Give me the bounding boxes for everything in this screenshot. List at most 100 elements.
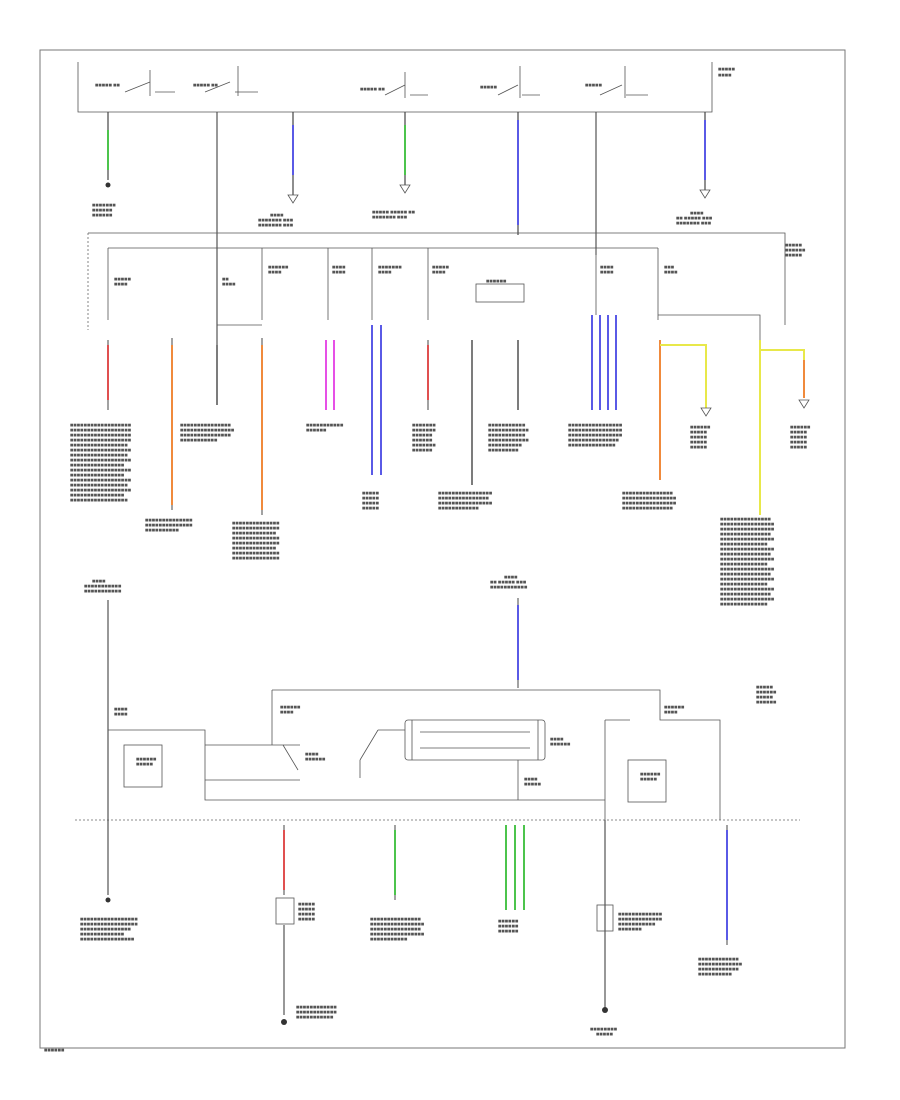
svg-text:■■■■■■■■■■■■■■■■: ■■■■■■■■■■■■■■■■ [622, 496, 677, 500]
svg-text:■■■■■ ■■: ■■■■■ ■■ [95, 83, 121, 87]
svg-text:■■■■■■■■■■■■■■■■■■: ■■■■■■■■■■■■■■■■■■ [70, 433, 132, 437]
svg-text:■■■■■■■■■■■■■■■: ■■■■■■■■■■■■■■■ [720, 572, 772, 576]
svg-text:■■■■■: ■■■■■ [640, 777, 658, 781]
svg-text:■■■■■■■■■■■■■■■■: ■■■■■■■■■■■■■■■■ [70, 463, 125, 467]
svg-text:■■■■■■■■■■■■■■■■■: ■■■■■■■■■■■■■■■■■ [80, 917, 138, 921]
top-drop-wires [105, 112, 711, 345]
wire-yellow-1 [660, 344, 707, 408]
svg-text:■■■■■: ■■■■■ [432, 265, 450, 269]
svg-text:■■■■■■■: ■■■■■■■ [412, 423, 436, 427]
svg-text:■■■■: ■■■■ [332, 270, 346, 274]
svg-text:■■■■: ■■■■ [114, 282, 128, 286]
svg-text:■■■■■■■■■■■■■: ■■■■■■■■■■■■■ [80, 932, 125, 936]
svg-text:■■■■■■■■■■■■■■■: ■■■■■■■■■■■■■■■ [720, 532, 772, 536]
svg-text:■■■■■■■ ■■■: ■■■■■■■ ■■■ [258, 223, 294, 227]
svg-text:■■■■■: ■■■■■ [690, 435, 708, 439]
svg-text:■■■■■ ■■: ■■■■■ ■■ [360, 87, 386, 91]
svg-text:■■■■■■■■■■■■■■■: ■■■■■■■■■■■■■■■ [180, 433, 232, 437]
svg-text:■■■■■■■■■■■: ■■■■■■■■■■■ [296, 1015, 334, 1019]
svg-text:■■■■■: ■■■■■ [362, 496, 380, 500]
svg-text:■■■■■■: ■■■■■■ [92, 213, 113, 217]
svg-text:■■ ■■■■■ ■■■: ■■ ■■■■■ ■■■ [676, 216, 713, 220]
svg-text:■■■■■■■■■■■■■■■: ■■■■■■■■■■■■■■■ [370, 927, 422, 931]
svg-text:■■■■■■■■■■■■■: ■■■■■■■■■■■■■ [232, 531, 277, 535]
svg-text:■■■■■■■■■■■■■: ■■■■■■■■■■■■■ [618, 912, 663, 916]
svg-text:■■■■■■■■: ■■■■■■■■ [590, 1027, 618, 1031]
svg-text:■■■■■■■■■■■■■■■: ■■■■■■■■■■■■■■■ [622, 491, 674, 495]
svg-text:■■■■■■■■■■■■■■■■: ■■■■■■■■■■■■■■■■ [720, 527, 775, 531]
svg-text:■■■■■■■■■■■■■■■■: ■■■■■■■■■■■■■■■■ [438, 501, 493, 505]
svg-text:■■■■■■■■■■■■■■■■: ■■■■■■■■■■■■■■■■ [370, 922, 425, 926]
svg-text:■■■■■: ■■■■■ [298, 902, 316, 906]
svg-text:■■■■■: ■■■■■ [362, 491, 380, 495]
svg-text:■■■■■■■■■■■■■■■■■■: ■■■■■■■■■■■■■■■■■■ [70, 423, 132, 427]
svg-text:■■■■■: ■■■■■ [690, 430, 708, 434]
svg-text:■■■■■■■■■■■: ■■■■■■■■■■■ [490, 585, 528, 589]
svg-text:■■■■■■: ■■■■■■ [412, 438, 433, 442]
svg-text:■■■■■■■■■■■■■■■■: ■■■■■■■■■■■■■■■■ [438, 491, 493, 495]
svg-text:■■■■■■■■■■■■: ■■■■■■■■■■■■ [296, 1010, 337, 1014]
svg-text:■■■■■■■■■■■■■■■■: ■■■■■■■■■■■■■■■■ [720, 547, 775, 551]
svg-text:■■■■■■: ■■■■■■ [756, 700, 777, 704]
svg-text:■■■■■■■■■■■■■■: ■■■■■■■■■■■■■■ [232, 536, 280, 540]
svg-text:■■■■: ■■■■ [222, 282, 236, 286]
diagram-frame [39, 49, 846, 1049]
svg-text:■■■■: ■■■■ [524, 777, 538, 781]
svg-text:■■■■■■■■■■■■■: ■■■■■■■■■■■■■ [232, 546, 277, 550]
svg-text:■■■■■■■■■■■■■■: ■■■■■■■■■■■■■■ [720, 562, 768, 566]
svg-text:■■■■■■■■■■■■■■: ■■■■■■■■■■■■■■ [720, 602, 768, 606]
svg-text:■■■■■■■■■■■: ■■■■■■■■■■■ [306, 423, 344, 427]
svg-text:■■■■■■■■■■■■■■: ■■■■■■■■■■■■■■ [145, 518, 193, 522]
svg-text:■■■■■■■■■■■■: ■■■■■■■■■■■■ [698, 957, 739, 961]
svg-text:■■■■: ■■■■ [600, 265, 614, 269]
svg-text:■■■■■■■■■■■■■■■■■■: ■■■■■■■■■■■■■■■■■■ [70, 438, 132, 442]
svg-text:■■■■■■■■■■■■■■■■: ■■■■■■■■■■■■■■■■ [720, 522, 775, 526]
svg-text:■■■■■■■■■■■■■: ■■■■■■■■■■■■■ [618, 917, 663, 921]
svg-text:■■■■■■■: ■■■■■■■ [618, 927, 642, 931]
svg-text:■■■■■: ■■■■■ [756, 685, 774, 689]
svg-text:■■■■■: ■■■■■ [298, 912, 316, 916]
svg-text:■■■■■■: ■■■■■■ [498, 919, 519, 923]
svg-text:■■■■■■■■■■■■■■■: ■■■■■■■■■■■■■■■ [720, 552, 772, 556]
svg-text:■■■■■■■■■■■■: ■■■■■■■■■■■■ [296, 1005, 337, 1009]
svg-text:■■■■■■: ■■■■■■ [268, 265, 289, 269]
svg-text:■■■■: ■■■■ [268, 270, 282, 274]
svg-text:■■■■■■■■■: ■■■■■■■■■ [488, 448, 519, 452]
svg-text:■■■■: ■■■■ [550, 737, 564, 741]
middle-callout-labels: ■■■■■■■■■■■■■■■■■■ ■■■■■■■■■■■■■■■■■■ ■■… [70, 423, 811, 606]
svg-text:■■■■■■■■■■■■■■: ■■■■■■■■■■■■■■ [720, 582, 768, 586]
top-relay-block: ■■■■■ ■■ ■■■■■ ■■ ■■■■■ ■■ ■■■■■ ■■■■■ ■… [77, 62, 736, 113]
svg-text:■■■■■: ■■■■■ [756, 695, 774, 699]
svg-text:■■■■■: ■■■■■ [114, 277, 132, 281]
svg-text:■■■■■■: ■■■■■■ [664, 705, 685, 709]
svg-text:■■■■■■■■■■■■■■■■: ■■■■■■■■■■■■■■■■ [568, 423, 623, 427]
svg-text:■■■■■■■■■■■■■■■■■: ■■■■■■■■■■■■■■■■■ [70, 498, 128, 502]
svg-text:■■■■■■■■■■■■■■■■: ■■■■■■■■■■■■■■■■ [622, 501, 677, 505]
svg-text:■■■■: ■■■■ [332, 265, 346, 269]
svg-text:■■■■: ■■■■ [600, 270, 614, 274]
svg-text:■■■■: ■■■■ [664, 710, 678, 714]
svg-text:■■■■■■■ ■■■: ■■■■■■■ ■■■ [258, 218, 294, 222]
svg-text:■■■■■■: ■■■■■■ [305, 757, 326, 761]
svg-text:■■■■: ■■■■ [664, 270, 678, 274]
svg-text:■■■■■■: ■■■■■■ [280, 705, 301, 709]
svg-text:■■■■: ■■■■ [114, 712, 128, 716]
svg-text:■■■■■■: ■■■■■■ [306, 428, 327, 432]
svg-text:■■■■■: ■■■■■ [136, 762, 154, 766]
svg-text:■■■■■■■■■■■■■■■■: ■■■■■■■■■■■■■■■■ [180, 428, 235, 432]
svg-text:■■■■■■■■■■■■: ■■■■■■■■■■■■ [698, 967, 739, 971]
svg-text:■■■■■: ■■■■■ [585, 83, 603, 87]
svg-text:■■■■■■■■■■■■■■■■■: ■■■■■■■■■■■■■■■■■ [80, 922, 138, 926]
svg-text:■■■■■: ■■■■■ [790, 440, 808, 444]
svg-text:■■■■■■■■■■■■■■■■■: ■■■■■■■■■■■■■■■■■ [70, 453, 128, 457]
svg-text:■■■■■■: ■■■■■■ [44, 1048, 65, 1052]
svg-text:■■■■: ■■■■ [280, 710, 294, 714]
svg-text:■■■■■: ■■■■■ [362, 501, 380, 505]
svg-text:■■■■■■: ■■■■■■ [785, 248, 806, 252]
svg-text:■■■■■■■: ■■■■■■■ [412, 443, 436, 447]
bottom-callout-labels: ■■■■■■■■■■■■■■■■■ ■■■■■■■■■■■■■■■■■ ■■■■… [44, 902, 743, 1052]
svg-text:■■■■■: ■■■■■ [298, 917, 316, 921]
svg-text:■■■■■■■■■■■■: ■■■■■■■■■■■■ [488, 438, 529, 442]
svg-text:■■■■■■■■■■■■■■■■: ■■■■■■■■■■■■■■■■ [720, 567, 775, 571]
